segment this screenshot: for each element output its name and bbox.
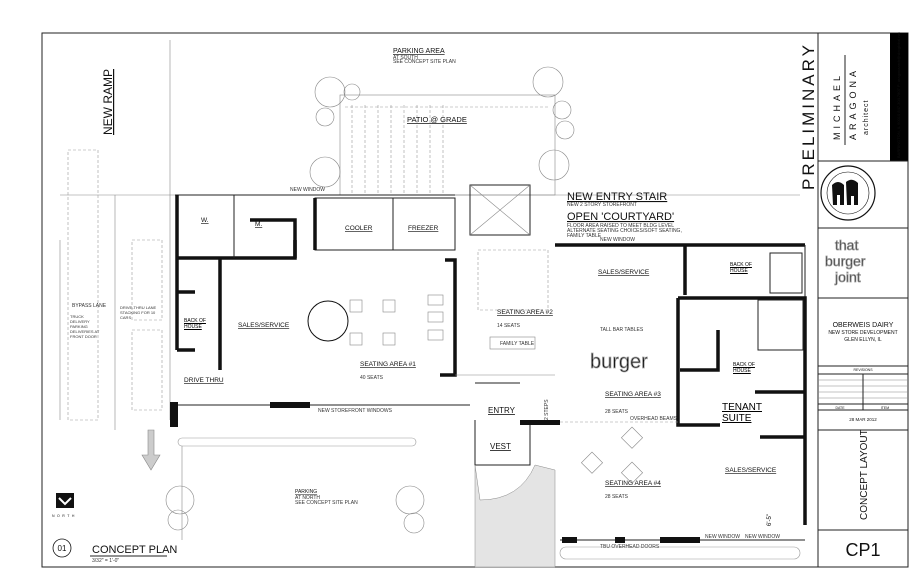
- svg-text:FAMILY TABLE: FAMILY TABLE: [567, 233, 602, 239]
- svg-text:burger: burger: [590, 351, 648, 373]
- patio-label: PATIO @ GRADE: [407, 115, 467, 124]
- seating-area-3-label: SEATING AREA #3: [605, 391, 661, 398]
- bypass-lane: [67, 149, 99, 421]
- project-location: GLEN ELLYN, IL: [844, 337, 882, 343]
- building-west: M. W. COOLER FREEZER BACK OF HOUSE SALES…: [170, 194, 470, 427]
- sales-service-1-label: SALES/SERVICE: [238, 322, 290, 329]
- svg-text:2 STEPS: 2 STEPS: [544, 399, 550, 420]
- svg-text:joint: joint: [834, 269, 861, 285]
- entry-stair: [469, 184, 531, 236]
- svg-text:NEW 2 STORY STOREFRONT: NEW 2 STORY STOREFRONT: [567, 202, 637, 208]
- svg-text:NEW WINDOW: NEW WINDOW: [745, 534, 780, 540]
- sheet-title: CONCEPT LAYOUT: [859, 429, 870, 520]
- sheet-number: CP1: [845, 540, 880, 560]
- mens-restroom-label: M.: [255, 221, 262, 228]
- new-entry-stair-label: NEW ENTRY STAIR: [567, 191, 667, 203]
- north-arrow: NORTH: [52, 493, 77, 518]
- svg-text:NEW STOREFRONT WINDOWS: NEW STOREFRONT WINDOWS: [318, 408, 393, 414]
- svg-text:NEW WINDOW: NEW WINDOW: [600, 237, 635, 243]
- hatched-walk: [474, 464, 556, 568]
- drawing-scale: 3/32" = 1'-0": [92, 558, 119, 564]
- title-block: PRELIMINARY BARRINGTON, IL 60010 847.304…: [799, 31, 908, 560]
- svg-text:AT SOUTH: AT SOUTH: [393, 55, 418, 61]
- family-table-label: FAMILY TABLE: [500, 341, 535, 347]
- svg-text:burger: burger: [825, 253, 866, 269]
- revisions-item-col: ITEM: [881, 406, 889, 410]
- drawing-number: 01: [58, 544, 67, 553]
- cooler-label: COOLER: [345, 225, 373, 232]
- svg-text:SEE CONCEPT SITE PLAN: SEE CONCEPT SITE PLAN: [393, 59, 456, 65]
- tables: [349, 294, 444, 346]
- svg-text:28 SEATS: 28 SEATS: [605, 494, 629, 500]
- svg-text:SEE CONCEPT SITE PLAN: SEE CONCEPT SITE PLAN: [295, 500, 358, 506]
- back-of-house-2-label: BACK OF HOUSE: [730, 262, 752, 274]
- revisions-header: REVISIONS: [853, 368, 873, 372]
- oberweis-floor-logo: [307, 300, 349, 342]
- entry-label: ENTRY: [488, 406, 516, 415]
- building-east: SALES/SERVICE BACK OF HOUSE BACK OF HOUS…: [555, 243, 807, 550]
- seating-area-4-label: SEATING AREA #4: [605, 480, 661, 487]
- open-courtyard-label: OPEN 'COURTYARD': [567, 211, 674, 223]
- back-of-house-3-label: BACK OF HOUSE: [733, 362, 755, 374]
- drive-thru-lane-label: DRIVE-THRU LANE STACKING FOR 10 CARS: [120, 305, 157, 320]
- vest-label: VEST: [490, 442, 511, 451]
- svg-text:that: that: [835, 237, 858, 253]
- back-of-house-1-label: BACK OF HOUSE: [184, 318, 206, 330]
- drive-thru-label: DRIVE THRU: [184, 377, 224, 384]
- svg-text:40 SEATS: 40 SEATS: [360, 375, 384, 381]
- sheet-date: 28 MAR 2012: [849, 417, 877, 422]
- womens-restroom-label: W.: [201, 217, 209, 224]
- svg-text:NEW WINDOW: NEW WINDOW: [290, 187, 325, 193]
- drawing-title: CONCEPT PLAN: [92, 544, 177, 556]
- new-ramp-label: NEW RAMP: [101, 69, 115, 135]
- project-client: OBERWEIS DAIRY: [833, 322, 894, 329]
- dimension-label: 6'-5": [767, 514, 773, 526]
- trees: [309, 66, 575, 188]
- architect-role: architect: [863, 100, 870, 135]
- architect-contact: BARRINGTON, IL 60010 847.304.7807 P: ara…: [896, 31, 901, 158]
- patio-area: PARKING AREA AT SOUTH SEE CONCEPT SITE P…: [290, 48, 682, 243]
- revisions-table: REVISIONS DATE ITEM: [818, 365, 908, 411]
- bypass-lane-label: BYPASS LANE: [72, 303, 107, 309]
- tenant-suite-label: TENANT SUITE: [722, 402, 762, 424]
- truck-delivery-label: TRUCK DELIVERY PARKING DELIVERIES AT FRO…: [70, 314, 100, 339]
- traffic-arrow: [141, 429, 161, 471]
- north-label: NORTH: [52, 514, 77, 518]
- svg-text:ALTERNATE SEATING CHOICES/SOFT: ALTERNATE SEATING CHOICES/SOFT SEATING,: [567, 228, 682, 234]
- building-middle: SEATING AREA #2 14 SEATS FAMILY TABLE EN…: [455, 184, 560, 568]
- svg-text:28 SEATS: 28 SEATS: [605, 409, 629, 415]
- project-subtitle: NEW STORE DEVELOPMENT: [828, 330, 897, 336]
- seating-area-1-label: SEATING AREA #1: [360, 361, 416, 368]
- oberweis-logo: [820, 165, 876, 221]
- preliminary-stamp: PRELIMINARY: [799, 42, 818, 190]
- parking-area-label: PARKING AREA: [393, 48, 445, 55]
- parking-label: PARKING: [295, 489, 317, 495]
- sales-service-3-label: SALES/SERVICE: [725, 467, 777, 474]
- sales-service-2-label: SALES/SERVICE: [598, 269, 650, 276]
- svg-text:NEW WINDOW: NEW WINDOW: [705, 534, 740, 540]
- revisions-date-col: DATE: [835, 406, 845, 410]
- architect-last-name: ARAGONA: [848, 67, 858, 140]
- svg-text:14 SEATS: 14 SEATS: [497, 323, 521, 329]
- svg-text:OVERHEAD BEAMS: OVERHEAD BEAMS: [630, 416, 678, 422]
- parking-south: PARKING AT NORTH SEE CONCEPT SITE PLAN: [165, 437, 801, 560]
- svg-text:FLOOR AREA RAISED TO MEET BLDG: FLOOR AREA RAISED TO MEET BLDG LEVEL: [567, 223, 674, 229]
- seating-area-2-label: SEATING AREA #2: [497, 309, 553, 316]
- svg-text:AT NORTH: AT NORTH: [295, 495, 320, 501]
- architect-black-band: [890, 33, 908, 161]
- architect-first-name: MICHAEL: [832, 72, 842, 140]
- freezer-label: FREEZER: [408, 225, 439, 232]
- drawing-number-bubble: [52, 538, 72, 558]
- burger-joint-logo: that burger joint: [825, 237, 867, 286]
- svg-text:TALL BAR TABLES: TALL BAR TABLES: [600, 327, 644, 333]
